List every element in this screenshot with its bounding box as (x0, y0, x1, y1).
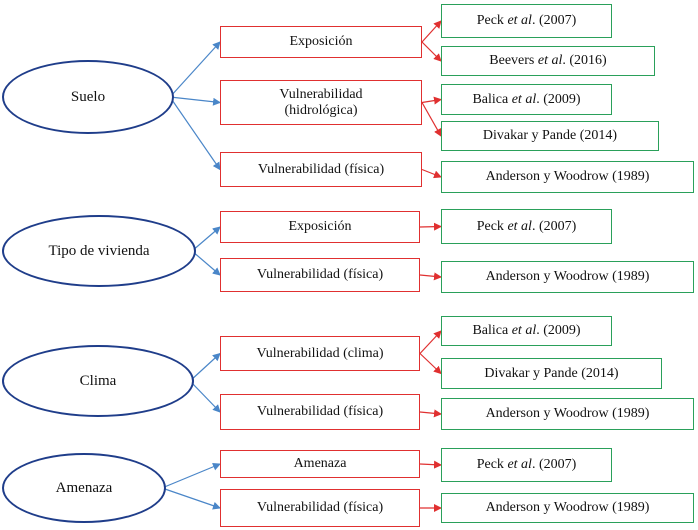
reference-author: Anderson y Woodrow (1989) (485, 269, 650, 284)
edge-factor-0-1-to-ref-0 (421, 96, 442, 105)
reference-et-al: et al (507, 218, 532, 234)
edge-suelo-to-factor-2 (169, 96, 221, 171)
factor-label: Vulnerabilidad (física) (256, 500, 384, 515)
edge-factor-2-1-to-ref-0 (419, 409, 442, 418)
reference-box: Anderson y Woodrow (1989) (441, 261, 694, 293)
reference-box: Peck et al. (2007) (441, 4, 612, 38)
edge-amenaza-to-factor-0 (161, 462, 221, 489)
edge-factor-2-0-to-ref-1 (419, 353, 442, 375)
reference-box: Peck et al. (2007) (441, 448, 612, 482)
reference-et-al: et al (507, 13, 532, 28)
factor-suelo-vulnerabilidad-fisica: Vulnerabilidad (física) (220, 152, 422, 187)
factor-suelo-exposicion: Exposición (220, 26, 422, 58)
reference-author: Divakar y Pande (2014) (482, 128, 618, 143)
factor-suelo-vulnerabilidad-hidrologica: Vulnerabilidad (hidrológica) (220, 80, 422, 125)
factor-tipo-de-vivienda-exposicion: Exposición (220, 211, 420, 243)
reference-box: Divakar y Pande (2014) (441, 121, 659, 151)
edge-factor-0-0-to-ref-1 (421, 41, 442, 62)
reference-box: Anderson y Woodrow (1989) (441, 398, 694, 430)
factor-label: Vulnerabilidad (hidrológica) (279, 86, 363, 118)
reference-year: . (2007) (531, 218, 577, 234)
reference-et-al: et al (507, 457, 532, 472)
reference-box: Peck et al. (2007) (441, 209, 612, 244)
factor-label: Vulnerabilidad (física) (257, 161, 385, 177)
edge-amenaza-to-factor-1 (161, 487, 221, 510)
reference-author: Peck (476, 457, 508, 472)
reference-author: Divakar y Pande (2014) (484, 365, 619, 381)
edge-factor-0-0-to-ref-0 (421, 20, 442, 43)
reference-et-al: et al (511, 91, 537, 107)
edge-factor-1-1-to-ref-0 (419, 272, 442, 281)
category-amenaza: Amenaza (2, 453, 166, 523)
edge-factor-2-0-to-ref-0 (419, 330, 442, 354)
reference-year: . (2009) (536, 91, 581, 107)
category-suelo: Suelo (2, 60, 174, 134)
factor-label: Exposición (289, 34, 353, 49)
reference-author: Anderson y Woodrow (1989) (485, 406, 650, 421)
reference-et-al: et al (511, 323, 537, 338)
edge-suelo-to-factor-0 (169, 41, 221, 98)
reference-box: Beevers et al. (2016) (441, 46, 655, 76)
reference-box: Balica et al. (2009) (441, 316, 612, 346)
reference-et-al: et al (537, 53, 563, 68)
reference-box: Anderson y Woodrow (1989) (441, 161, 694, 193)
reference-author: Beevers (489, 53, 538, 68)
reference-year: . (2007) (531, 13, 577, 28)
factor-label: Vulnerabilidad (clima) (256, 345, 384, 361)
reference-author: Balica (472, 91, 512, 107)
reference-author: Anderson y Woodrow (1989) (485, 500, 650, 515)
reference-author: Peck (476, 13, 508, 28)
reference-box: Anderson y Woodrow (1989) (441, 493, 694, 523)
edge-tipo-de-vivienda-to-factor-1 (191, 250, 221, 276)
edge-clima-to-factor-0 (189, 352, 221, 382)
factor-amenaza-vulnerabilidad-fisica: Vulnerabilidad (física) (220, 489, 420, 527)
reference-author: Balica (472, 323, 512, 338)
reference-year: . (2009) (536, 323, 581, 338)
factor-clima-vulnerabilidad-clima: Vulnerabilidad (clima) (220, 336, 420, 371)
edge-tipo-de-vivienda-to-factor-0 (191, 226, 221, 252)
reference-year: . (2007) (531, 457, 577, 472)
edge-suelo-to-factor-1 (169, 96, 221, 106)
category-clima: Clima (2, 345, 194, 417)
factor-label: Exposición (288, 219, 352, 234)
reference-author: Anderson y Woodrow (1989) (485, 169, 650, 184)
edge-factor-3-0-to-ref-0 (419, 460, 442, 469)
factor-label: Amenaza (293, 456, 347, 471)
category-tipo-de-vivienda: Tipo de vivienda (2, 215, 196, 287)
edge-factor-1-0-to-ref-0 (419, 222, 442, 231)
factor-label: Vulnerabilidad (física) (256, 404, 384, 419)
factor-label: Vulnerabilidad (física) (256, 267, 384, 282)
factor-clima-vulnerabilidad-fisica: Vulnerabilidad (física) (220, 394, 420, 430)
factor-tipo-de-vivienda-vulnerabilidad-fisica: Vulnerabilidad (física) (220, 258, 420, 292)
edge-factor-0-2-to-ref-0 (421, 168, 442, 179)
factor-amenaza-amenaza: Amenaza (220, 450, 420, 478)
reference-author: Peck (476, 218, 508, 234)
reference-year: . (2016) (562, 53, 607, 68)
reference-box: Divakar y Pande (2014) (441, 358, 662, 389)
edge-factor-0-1-to-ref-1 (421, 102, 442, 137)
edge-clima-to-factor-1 (189, 380, 221, 413)
reference-box: Balica et al. (2009) (441, 84, 612, 115)
